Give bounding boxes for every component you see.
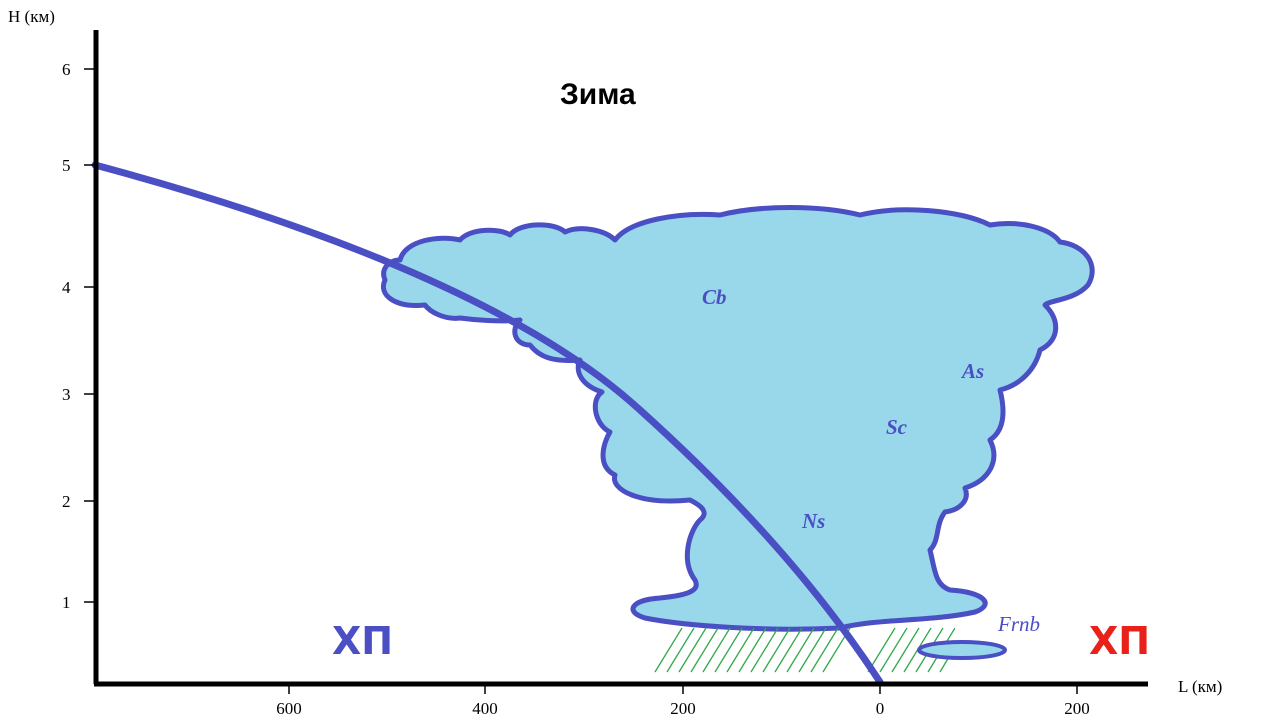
y-tick-label: 3 xyxy=(62,385,71,404)
x-axis-label: L (км) xyxy=(1178,677,1222,696)
y-tick-label: 4 xyxy=(62,278,71,297)
diagram-title: Зима xyxy=(560,78,636,111)
front-label-right: ХП xyxy=(1089,619,1150,663)
x-tick-marks xyxy=(288,684,1078,694)
cloud-label-frnb: Frnb xyxy=(997,612,1040,636)
front-line xyxy=(91,161,884,686)
x-tick-label: 600 xyxy=(276,699,302,718)
y-tick-marks xyxy=(84,68,96,603)
cloud-label-as: As xyxy=(960,359,984,383)
cloud-mass xyxy=(381,205,1095,632)
x-tick-label: 0 xyxy=(876,699,885,718)
y-axis-label: H (км) xyxy=(8,7,55,26)
x-tick-label: 400 xyxy=(472,699,498,718)
cloud-label-ns: Ns xyxy=(801,509,825,533)
frnb-cloud xyxy=(917,640,1007,660)
precipitation-hatching xyxy=(654,627,955,673)
cloud-label-cb: Cb xyxy=(702,285,727,309)
front-label-left: ХП xyxy=(332,619,393,663)
y-tick-label: 6 xyxy=(62,60,71,79)
y-tick-label: 5 xyxy=(62,156,71,175)
y-tick-label: 1 xyxy=(62,593,71,612)
cloud-label-sc: Sc xyxy=(886,415,908,439)
x-tick-label: 200 xyxy=(1064,699,1090,718)
y-tick-label: 2 xyxy=(62,492,71,511)
x-tick-label: 200 xyxy=(670,699,696,718)
